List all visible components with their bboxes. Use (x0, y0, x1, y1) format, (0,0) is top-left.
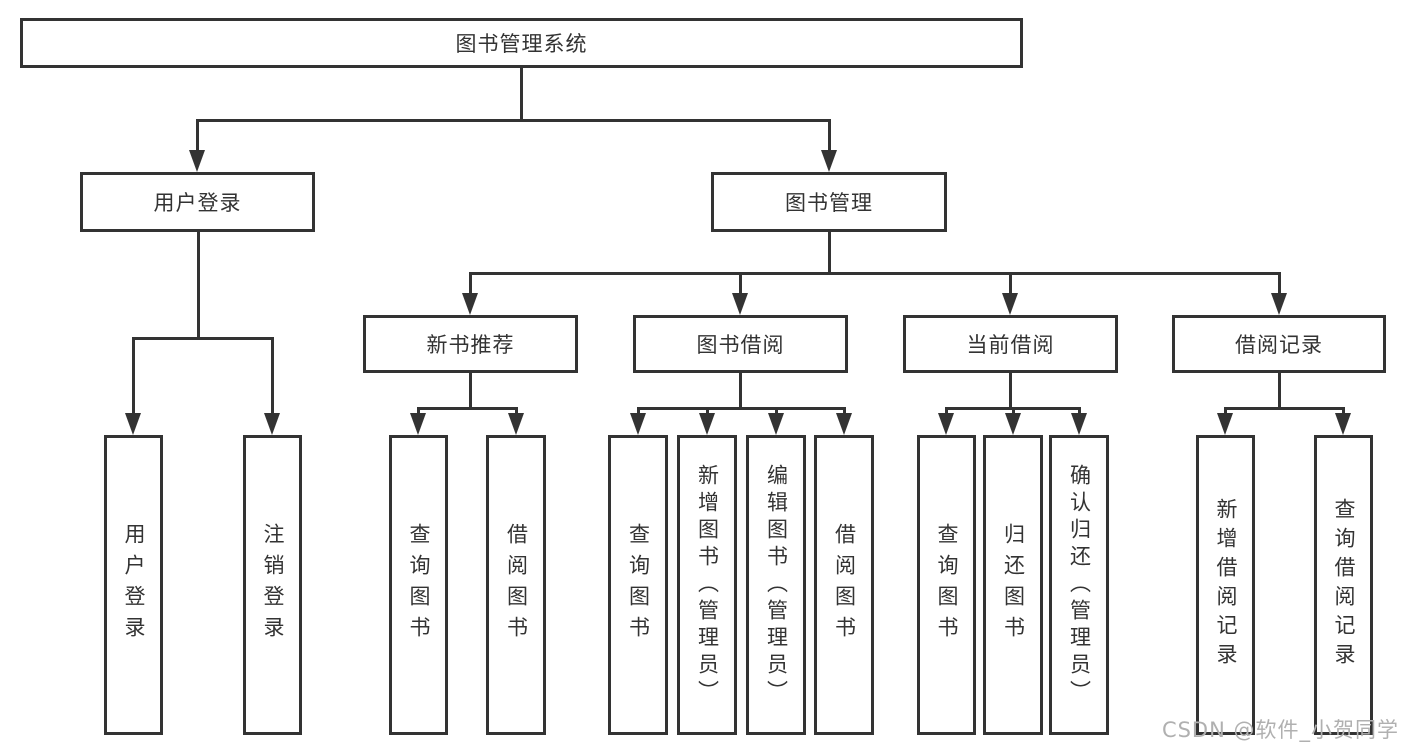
connector-line (1012, 407, 1015, 417)
arrow-down-icon (768, 413, 784, 435)
node-borrowing-records: 借阅记录 (1172, 315, 1386, 373)
node-user-login-label: 用户登录 (153, 191, 242, 215)
arrow-down-icon (125, 413, 141, 435)
connector-line (1342, 407, 1345, 417)
leaf-cb-return-books-label: 归还图书 (1001, 523, 1026, 647)
leaf-bb-edit-books-admin: 编辑图书（管理员） (746, 435, 806, 735)
node-new-book-recommend: 新书推荐 (363, 315, 578, 373)
connector-line (132, 337, 274, 340)
connector-line (706, 407, 709, 417)
leaf-cb-confirm-return-admin-label: 确认归还（管理员） (1067, 463, 1092, 707)
node-borrowing-records-label: 借阅记录 (1235, 333, 1323, 357)
connector-line (1009, 373, 1012, 407)
node-user-login: 用户登录 (80, 172, 315, 232)
node-current-borrowing: 当前借阅 (903, 315, 1118, 373)
leaf-bb-borrow-books-label: 借阅图书 (832, 523, 857, 647)
csdn-watermark: CSDN @软件_小贺同学 (1161, 718, 1399, 742)
arrow-down-icon (508, 413, 524, 435)
connector-line (196, 119, 831, 122)
connector-line (271, 337, 274, 416)
node-current-borrowing-label: 当前借阅 (966, 333, 1055, 357)
connector-line (1278, 373, 1281, 407)
connector-line (417, 407, 420, 417)
arrow-down-icon (1071, 413, 1087, 435)
connector-line (417, 407, 518, 410)
node-book-borrowing-label: 图书借阅 (696, 333, 785, 357)
leaf-cb-query-books: 查询图书 (917, 435, 976, 735)
connector-line (1009, 272, 1012, 296)
leaf-br-query-record-label: 查询借阅记录 (1332, 498, 1356, 672)
leaf-cb-confirm-return-admin: 确认归还（管理员） (1049, 435, 1109, 735)
leaf-logout-label: 注销登录 (261, 523, 285, 647)
node-book-management: 图书管理 (711, 172, 947, 232)
leaf-rec-borrow-books: 借阅图书 (486, 435, 546, 735)
node-root: 图书管理系统 (20, 18, 1023, 68)
connector-line (196, 119, 199, 153)
leaf-br-add-record-label: 新增借阅记录 (1214, 498, 1238, 672)
arrow-down-icon (189, 150, 205, 172)
connector-line (775, 407, 778, 417)
connector-line (637, 407, 640, 417)
arrow-down-icon (821, 150, 837, 172)
connector-line (515, 407, 518, 417)
arrow-down-icon (462, 293, 478, 315)
leaf-rec-query-books: 查询图书 (389, 435, 448, 735)
arrow-down-icon (699, 413, 715, 435)
connector-line (843, 407, 846, 417)
connector-line (945, 407, 948, 417)
connector-line (637, 407, 846, 410)
leaf-cb-return-books: 归还图书 (983, 435, 1043, 735)
connector-line (1224, 407, 1345, 410)
leaf-bb-query-books-label: 查询图书 (626, 523, 651, 647)
leaf-br-add-record: 新增借阅记录 (1196, 435, 1255, 735)
connector-line (469, 373, 472, 407)
connector-line (1224, 407, 1227, 417)
leaf-logout: 注销登录 (243, 435, 302, 735)
arrow-down-icon (1271, 293, 1287, 315)
leaf-user-login-label: 用户登录 (122, 523, 146, 647)
connector-line (739, 373, 742, 407)
arrow-down-icon (630, 413, 646, 435)
arrow-down-icon (1002, 293, 1018, 315)
arrow-down-icon (1335, 413, 1351, 435)
leaf-br-query-record: 查询借阅记录 (1314, 435, 1373, 735)
leaf-cb-query-books-label: 查询图书 (935, 523, 959, 647)
leaf-bb-add-books-admin: 新增图书（管理员） (677, 435, 737, 735)
node-new-book-recommend-label: 新书推荐 (426, 333, 515, 357)
arrow-down-icon (410, 413, 426, 435)
connector-line (1278, 272, 1281, 296)
connector-line (828, 232, 831, 272)
leaf-bb-query-books: 查询图书 (608, 435, 668, 735)
connector-line (469, 272, 1281, 275)
node-book-borrowing: 图书借阅 (633, 315, 848, 373)
arrow-down-icon (836, 413, 852, 435)
leaf-rec-borrow-books-label: 借阅图书 (504, 523, 529, 647)
arrow-down-icon (1217, 413, 1233, 435)
connector-line (1078, 407, 1081, 417)
connector-line (469, 272, 472, 296)
connector-line (197, 232, 200, 337)
connector-line (828, 119, 831, 153)
leaf-bb-borrow-books: 借阅图书 (814, 435, 874, 735)
node-root-label: 图书管理系统 (455, 32, 588, 56)
node-book-management-label: 图书管理 (785, 191, 873, 215)
arrow-down-icon (732, 293, 748, 315)
arrow-down-icon (1005, 413, 1021, 435)
arrow-down-icon (938, 413, 954, 435)
arrow-down-icon (264, 413, 280, 435)
leaf-user-login: 用户登录 (104, 435, 163, 735)
leaf-bb-add-books-admin-label: 新增图书（管理员） (695, 463, 720, 707)
leaf-bb-edit-books-admin-label: 编辑图书（管理员） (764, 463, 789, 707)
connector-line (739, 272, 742, 296)
leaf-rec-query-books-label: 查询图书 (407, 523, 431, 647)
connector-line (520, 67, 523, 119)
connector-line (132, 337, 135, 416)
